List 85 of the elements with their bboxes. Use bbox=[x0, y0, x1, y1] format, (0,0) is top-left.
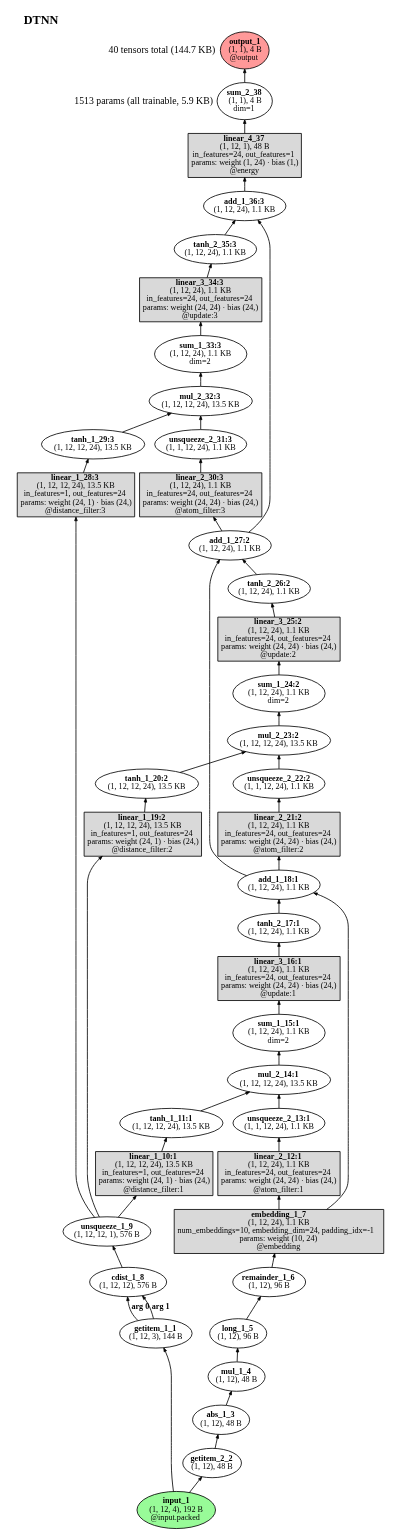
node-ellipse: sum_2_38 (1, 1), 4 B dim=1 bbox=[216, 82, 273, 121]
node-box: linear_2_30:3 (1, 12, 24), 1.1 KB in_features=24, out_features=24 params: weight (24, 24) · bias (24,) @atom_filter:3 bbox=[138, 472, 262, 518]
node-box: embedding_1_7 (1, 12, 24), 1.1 KB num_embeddings=10, embedding_dim=24, padding_idx=-1 params: weight (10, 24) @embedding bbox=[173, 1209, 384, 1254]
node-ellipse: long_1_5 (1, 12), 96 B bbox=[208, 1318, 267, 1349]
arrow bbox=[198, 415, 202, 430]
edge-label: arg 1 bbox=[151, 1301, 170, 1311]
node-box: linear_4_37 (1, 12, 1), 48 B in_features=24, out_features=1 params: weight (1, 24) · bias (1,) @energy bbox=[187, 133, 302, 178]
arrow bbox=[276, 1195, 281, 1210]
arrow bbox=[198, 458, 202, 474]
arrow bbox=[276, 1000, 281, 1015]
arrow bbox=[271, 1253, 276, 1268]
arrow bbox=[270, 602, 275, 618]
arrow bbox=[82, 458, 89, 474]
arrow bbox=[86, 855, 103, 1218]
arrow bbox=[225, 1390, 232, 1406]
arrow bbox=[248, 219, 270, 533]
arrow bbox=[312, 892, 349, 1210]
arrow bbox=[73, 516, 95, 1218]
arrow bbox=[245, 1296, 261, 1320]
arrow bbox=[276, 1051, 281, 1066]
arrow bbox=[214, 1434, 219, 1449]
node-box: linear_3_25:2 (1, 12, 24), 1.1 KB in_features=24, out_features=24 params: weight (24, 24) · bias (24,) @update:2 bbox=[216, 616, 341, 662]
label: 40 tensors total (144.7 KB) bbox=[108, 43, 215, 55]
arrow bbox=[198, 321, 202, 336]
arrow bbox=[276, 711, 281, 726]
arrow bbox=[198, 372, 202, 387]
node-ellipse: tanh_2_26:2 (1, 12, 24), 1.1 KB bbox=[227, 573, 311, 604]
node-ellipse: tanh_1_29:3 (1, 12, 12, 24), 13.5 KB bbox=[40, 429, 145, 460]
arrow bbox=[143, 798, 147, 813]
node-box: linear_1_10:1 (1, 12, 12, 24), 13.5 KB in_features=1, out_features=24 params: weight (24, 1) · bias (24,) @distance_filter:1 bbox=[94, 1151, 213, 1196]
node-box: linear_1_19:2 (1, 12, 12, 24), 13.5 KB in_features=1, out_features=24 params: weight (24, 1) · bias (24,) @distance_filter:2 bbox=[83, 811, 202, 857]
node-ellipse: unsqueeze_2_13:1 (1, 1, 12, 24), 1.1 KB bbox=[232, 1107, 325, 1139]
node-box: linear_3_16:1 (1, 12, 24), 1.1 KB in_features=24, out_features=24 params: weight (24, 24) · bias (24,) @update:1 bbox=[216, 956, 341, 1001]
arrow bbox=[235, 1347, 239, 1363]
node-ellipse: tanh_1_11:1 (1, 12, 12, 24), 13.5 KB bbox=[118, 1107, 223, 1139]
arrow bbox=[224, 219, 236, 236]
node-ellipse: sum_1_24:2 (1, 12, 24), 1.1 KB dim=2 bbox=[231, 674, 326, 713]
node-box: linear_2_21:2 (1, 12, 24), 1.1 KB in_features=24, out_features=24 params: weight (24, 24) · bias (24,) @atom_filter:2 bbox=[216, 811, 341, 857]
node-ellipse: sum_1_15:1 (1, 12, 24), 1.1 KB dim=2 bbox=[231, 1013, 326, 1052]
node-box: linear_1_28:3 (1, 12, 12, 24), 13.5 KB in_features=1, out_features=24 params: weight (24, 1) · bias (24,) @distance_filter:3 bbox=[16, 472, 135, 518]
arrow bbox=[276, 899, 281, 914]
arrow bbox=[212, 516, 222, 532]
node-ellipse: getitem_1_1 (1, 12, 3), 144 B bbox=[118, 1318, 192, 1349]
arrow bbox=[242, 68, 246, 83]
node-ellipse: add_1_36:3 (1, 12, 24), 1.1 KB bbox=[202, 190, 286, 222]
arrow bbox=[125, 1296, 138, 1321]
arrow bbox=[112, 1245, 123, 1268]
node-ellipse: unsqueeze_1_9 (1, 12, 12, 1), 576 B bbox=[62, 1216, 151, 1247]
node-ellipse: tanh_2_35:3 (1, 12, 24), 1.1 KB bbox=[173, 234, 257, 265]
node-ellipse: tanh_1_20:2 (1, 12, 12, 24), 13.5 KB bbox=[94, 768, 199, 799]
arrow bbox=[241, 559, 257, 575]
arrow bbox=[160, 1137, 167, 1152]
arrow bbox=[242, 177, 246, 192]
node-ellipse: unsqueeze_2_31:3 (1, 1, 12, 24), 1.1 KB bbox=[153, 429, 247, 460]
arrow bbox=[276, 754, 281, 770]
node-box: linear_2_12:1 (1, 12, 24), 1.1 KB in_features=24, out_features=24 params: weight (24, 24) · bias (24,) @atom_filter:1 bbox=[216, 1151, 341, 1196]
node-ellipse: sum_1_33:3 (1, 12, 24), 1.1 KB dim=2 bbox=[153, 335, 247, 374]
diagram-title: DTNN bbox=[23, 12, 58, 27]
arrow bbox=[276, 1137, 281, 1152]
arrow bbox=[121, 412, 172, 433]
arrow bbox=[199, 1091, 250, 1112]
node-ellipse: mul_1_4 (1, 12), 48 B bbox=[207, 1361, 265, 1392]
node-ellipse: output_1 (1, 1), 4 B @output bbox=[219, 31, 270, 70]
node-ellipse: unsqueeze_2_22:2 (1, 1, 12, 24), 1.1 KB bbox=[232, 768, 325, 799]
arrow bbox=[208, 559, 247, 877]
arrow bbox=[276, 1094, 281, 1109]
arrow bbox=[117, 1195, 137, 1218]
node-ellipse: input_1 (1, 12, 4), 192 B @input.packed bbox=[136, 1491, 216, 1529]
node-box: linear_3_34:3 (1, 12, 24), 1.1 KB in_features=24, out_features=24 params: weight (24, 24) · bias (24,) @update:3 bbox=[138, 277, 262, 323]
label: 1513 params (all trainable, 5.9 KB) bbox=[73, 94, 213, 106]
node-ellipse: abs_1_3 (1, 12), 48 B bbox=[191, 1404, 250, 1435]
arrow bbox=[242, 119, 246, 134]
arrow bbox=[162, 1347, 174, 1492]
arrow bbox=[179, 751, 246, 773]
arrow bbox=[276, 942, 281, 957]
edge-label: arg 0 bbox=[130, 1301, 149, 1311]
arrow bbox=[276, 661, 281, 676]
node-ellipse: add_1_27:2 (1, 12, 24), 1.1 KB bbox=[187, 530, 272, 561]
arrow bbox=[141, 1295, 154, 1319]
arrow bbox=[206, 263, 212, 279]
node-ellipse: remainder_1_6 (1, 12), 96 B bbox=[231, 1266, 306, 1298]
arrow bbox=[188, 1476, 202, 1493]
arrow bbox=[276, 855, 281, 871]
arrow bbox=[276, 798, 281, 813]
node-ellipse: tanh_2_17:1 (1, 12, 24), 1.1 KB bbox=[236, 912, 321, 944]
